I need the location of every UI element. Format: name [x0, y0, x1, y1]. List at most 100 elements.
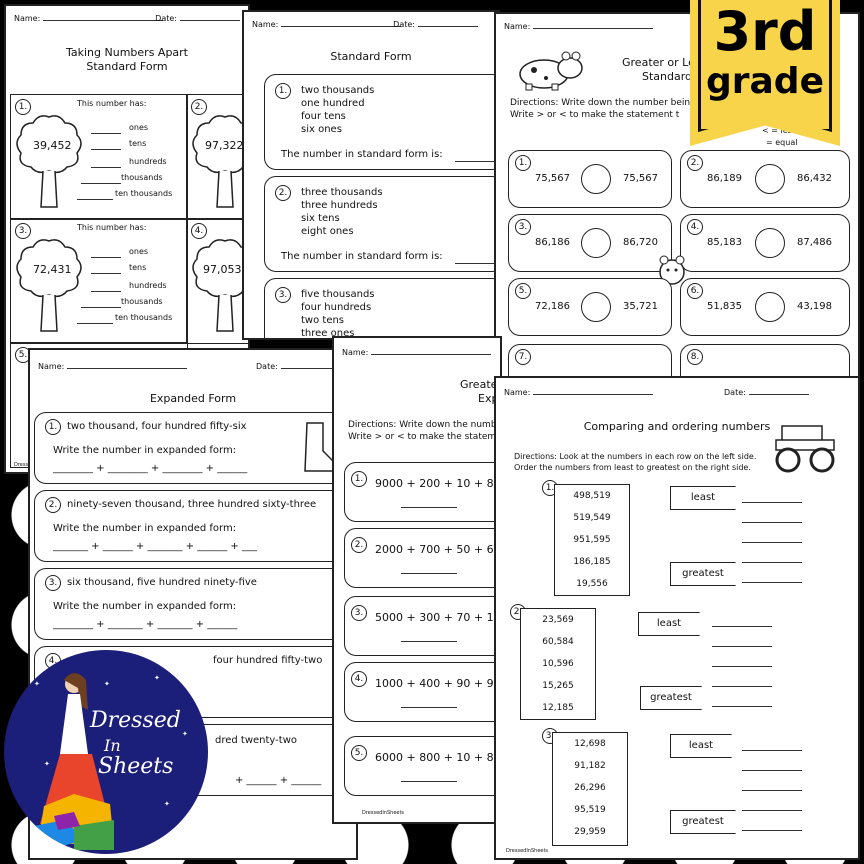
answer-circle[interactable] [581, 292, 611, 322]
right-value: 86,432 [797, 173, 832, 184]
worksheet-title: Expanded Form [149, 392, 237, 405]
place-line: three hundreds [301, 200, 378, 211]
expanded-blanks[interactable]: + ______ + ______ [235, 775, 322, 786]
worksheet-title: Greate [460, 378, 498, 391]
list-value: 91,182 [574, 761, 606, 771]
compare-box-6: 6. 51,835 43,198 [680, 278, 850, 336]
compare-box-2: 2. 86,189 86,432 [680, 150, 850, 208]
worksheet-title: Standard Form [330, 50, 412, 63]
answer-circle[interactable] [581, 228, 611, 258]
worksheet-subtitle: Standard F [642, 70, 702, 83]
list-value: 60,584 [542, 637, 574, 647]
item-number: 5. [515, 283, 531, 299]
place-line: two thousands [301, 85, 375, 96]
expression: 9000 + 200 + 10 + 8 [375, 477, 494, 490]
expr-box-1: 1. 9000 + 200 + 10 + 8 [344, 462, 500, 522]
item-number: 3. [275, 287, 291, 303]
item-number: 5. [351, 745, 367, 761]
girl-in-dress-icon [34, 673, 114, 850]
boot-icon [304, 422, 334, 472]
directions-line-2: Order the numbers from least to greatest… [514, 463, 751, 472]
compare-box-1: 1. 75,567 75,567 [508, 150, 672, 208]
list-value: 26,296 [574, 783, 606, 793]
greatest-label: greatest [640, 686, 702, 710]
place-ten-thousands: ten thousands [115, 189, 173, 198]
list-value: 498,519 [573, 491, 611, 501]
least-label: least [670, 734, 732, 758]
problem-box-3: 3. five thousands four hundreds two tens… [264, 278, 498, 339]
answer-circle[interactable] [755, 228, 785, 258]
directions-line-2: Write > or < to make the statem [348, 432, 497, 442]
list-value: 10,596 [542, 659, 574, 669]
item-number: 8. [687, 349, 703, 365]
answer-label: The number in standard form is: [281, 251, 443, 262]
name-label: Name: [252, 20, 401, 29]
expanded-blanks[interactable]: ________ + ________ + ________ + ______ [53, 463, 248, 474]
number-list-3: 12,698 91,182 26,296 95,519 29,959 [552, 732, 628, 846]
item-number: 2. [275, 185, 291, 201]
date-label: Date: [155, 14, 240, 23]
name-label: Name: [504, 388, 653, 397]
worksheet-standard-form: Name:Date: Standard Form 1. two thousand… [242, 10, 500, 340]
tree-icon [192, 115, 248, 208]
greatest-label: greatest [670, 810, 736, 834]
right-value: 35,721 [623, 301, 658, 312]
logo-line-1: Dressed [90, 708, 181, 733]
answer-circle[interactable] [755, 292, 785, 322]
list-value: 12,698 [574, 739, 606, 749]
grade-badge-number: 3rd [713, 0, 817, 63]
item-number: 6. [687, 283, 703, 299]
item-number: 1. [351, 471, 367, 487]
problem-box-1: 1. two thousands one hundred four tens s… [264, 74, 498, 170]
list-value: 951,595 [573, 535, 611, 545]
place-tens: tens [129, 139, 147, 148]
place-ones: ones [129, 247, 149, 256]
name-label: Name: [504, 22, 653, 31]
name-label: Name: [38, 362, 187, 371]
number-list-2: 23,569 60,584 10,596 15,265 12,185 [520, 608, 596, 720]
worksheet-subtitle: Standard Form [86, 60, 168, 73]
item-number: 3. [351, 605, 367, 621]
list-value: 19,556 [576, 579, 608, 589]
logo-line-2: In [104, 736, 121, 755]
grade-badge: 3rd grade [690, 0, 840, 146]
place-line: three ones [301, 328, 355, 339]
expanded-blanks[interactable]: ________ + _______ + _______ + ______ [53, 619, 238, 630]
tree-icon [192, 239, 248, 332]
grid-cell-2: 2. 97,322 [186, 94, 248, 220]
list-value: 29,959 [574, 827, 606, 837]
item-number: 1. [275, 83, 291, 99]
item-number: 4. [191, 223, 207, 239]
right-value: 87,486 [797, 237, 832, 248]
grid-cell-4: 4. 97,053 [186, 218, 248, 344]
greatest-label: greatest [670, 562, 736, 586]
number-words: six thousand, five hundred ninety-five [67, 577, 257, 588]
left-value: 86,189 [707, 173, 742, 184]
place-tens: tens [129, 263, 147, 272]
place-line: six tens [301, 213, 340, 224]
number-words: two thousand, four hundred fifty-six [67, 421, 247, 432]
item-number: 2. [351, 537, 367, 553]
prompt-label: Write the number in expanded form: [53, 445, 237, 456]
answer-circle[interactable] [581, 164, 611, 194]
expanded-blanks[interactable]: _______ + ______ + _______ + ______ + __… [53, 541, 257, 552]
directions-line-1: Directions: Write down the numb [348, 420, 497, 430]
least-label: least [670, 486, 736, 510]
list-value: 519,549 [573, 513, 611, 523]
expression: 6000 + 800 + 10 + 8 [375, 751, 494, 764]
list-value: 12,185 [542, 703, 574, 713]
answer-circle[interactable] [755, 164, 785, 194]
least-label: least [638, 612, 700, 636]
number-list-1: 498,519 519,549 951,595 186,185 19,556 [554, 484, 630, 596]
list-value: 23,569 [542, 615, 574, 625]
number-words: ninety-seven thousand, three hundred six… [67, 499, 317, 510]
place-line: five thousands [301, 289, 375, 300]
logo-line-3: Sheets [98, 754, 174, 779]
date-label: Date: [393, 20, 478, 29]
place-ten-thousands: ten thousands [115, 313, 173, 322]
date-label: Date: [256, 362, 341, 371]
this-number-has-label: This number has: [77, 223, 147, 232]
compare-box-3: 3. 86,186 86,720 [508, 214, 672, 272]
tree-icon [16, 239, 82, 332]
place-line: four hundreds [301, 302, 372, 313]
